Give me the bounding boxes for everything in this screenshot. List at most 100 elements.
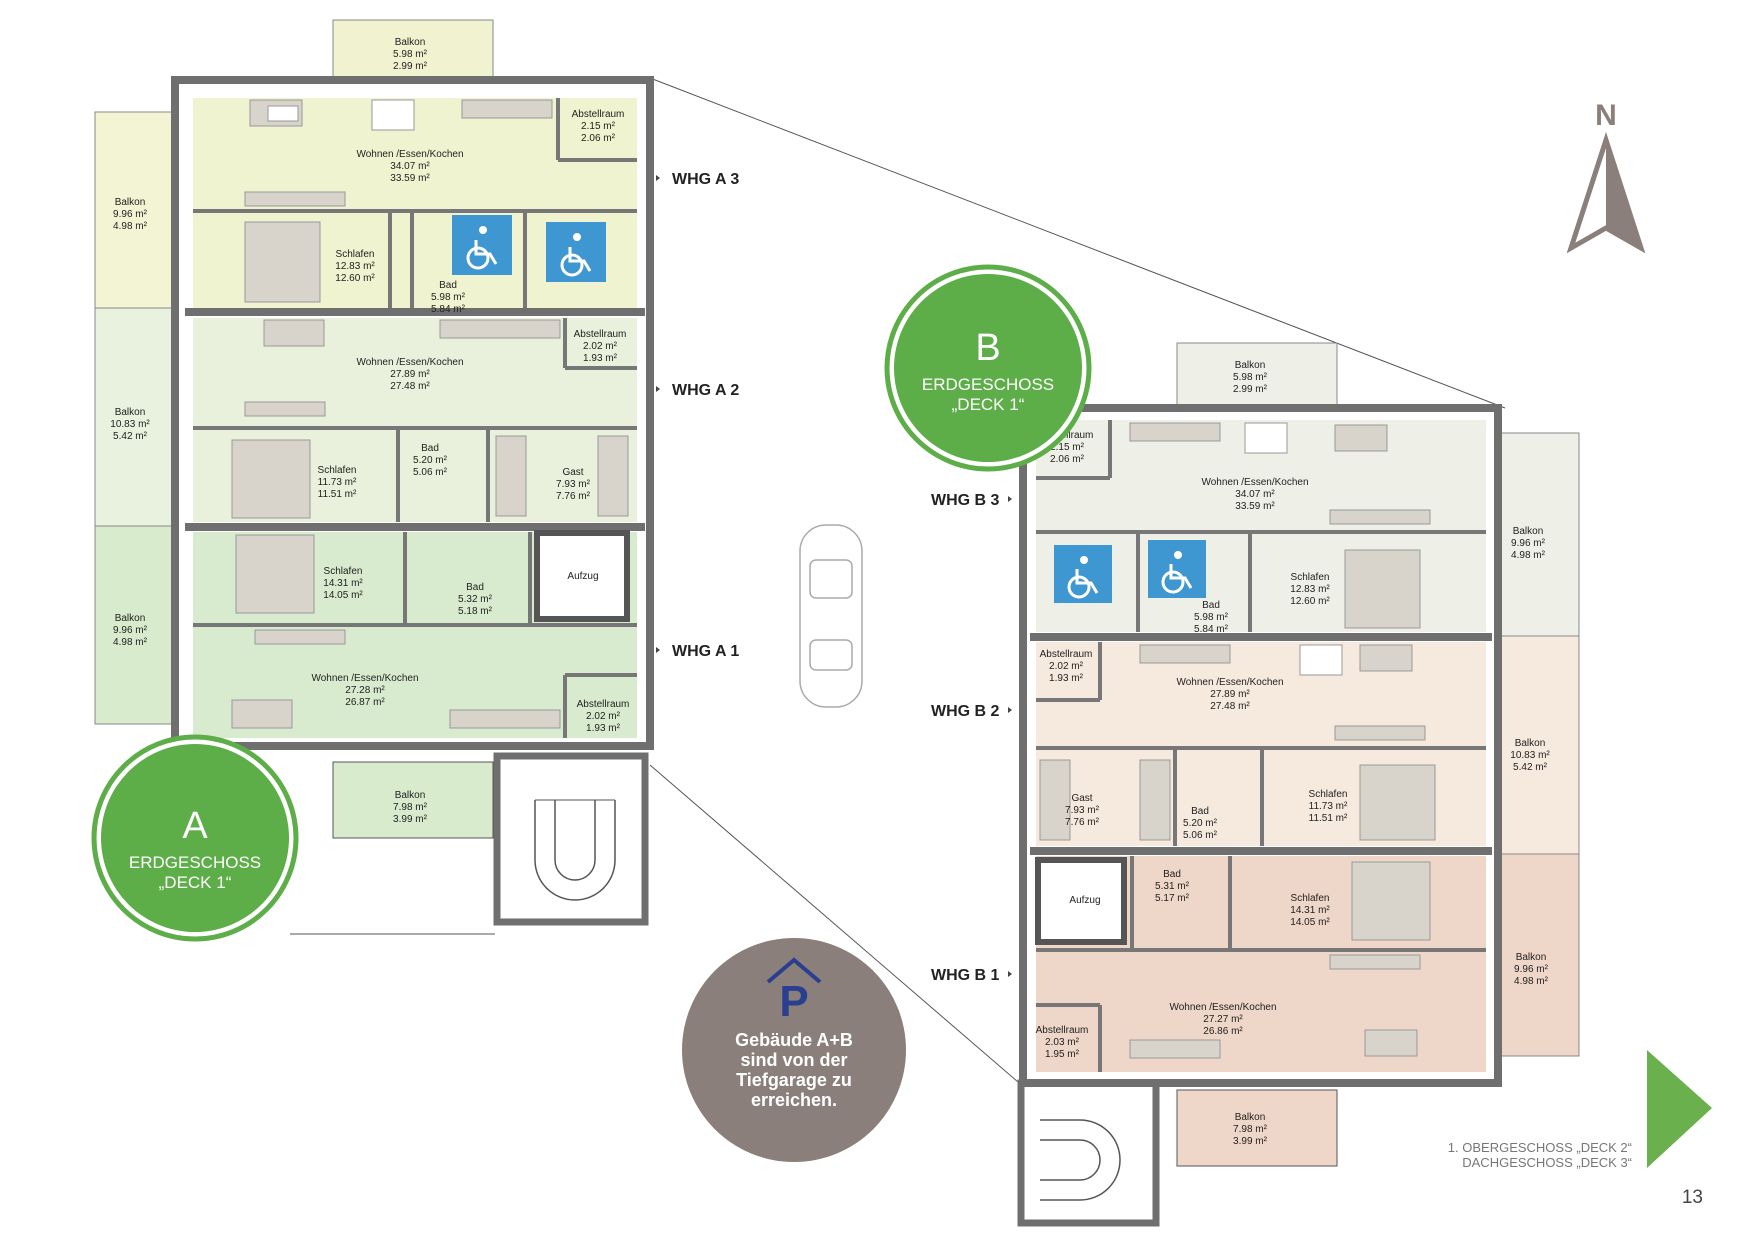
badge-a-line1: ERDGESCHOSS bbox=[129, 853, 261, 872]
unit-label-b1: WHG B 1 bbox=[931, 967, 1000, 984]
unit-label-b3: WHG B 3 bbox=[931, 492, 1000, 509]
room-label-a2-abst-name: Abstellraum bbox=[574, 329, 627, 340]
room-label-a3-schlafen-name: Schlafen bbox=[336, 249, 375, 260]
room-label-b3-wohnen-a1: 34.07 m² bbox=[1235, 489, 1275, 500]
room-label-b3-abst-a1: 2.15 m² bbox=[1050, 442, 1085, 453]
room-label-a-balkon-top-a1: 5.98 m² bbox=[393, 49, 428, 60]
room-label-a3-schlafen-a1: 12.83 m² bbox=[335, 261, 375, 272]
elevator-a bbox=[534, 530, 630, 622]
room-label-b3-abst-name: Abstellraum bbox=[1041, 430, 1094, 441]
room-label-a2-wohnen-a2: 27.48 m² bbox=[390, 381, 430, 392]
room-label-a1-schlafen-a2: 14.05 m² bbox=[323, 590, 363, 601]
staircase-a bbox=[493, 752, 649, 926]
room-label-a3-bad-a1: 5.98 m² bbox=[431, 292, 466, 303]
balcony-b3 bbox=[1496, 432, 1580, 637]
nav-link-deck2[interactable]: 1. OBERGESCHOSS „DECK 2“ bbox=[1448, 1140, 1632, 1155]
room-label-b3-bad-name: Bad bbox=[1202, 600, 1220, 611]
balcony-a-top bbox=[332, 19, 494, 79]
room-label-a3-balkon-a2: 4.98 m² bbox=[113, 221, 148, 232]
room-label-b3-wohnen-a2: 33.59 m² bbox=[1235, 501, 1275, 512]
building-b bbox=[1017, 342, 1580, 1227]
room-label-b2-wohnen-a2: 27.48 m² bbox=[1210, 701, 1250, 712]
unit-label-a1: WHG A 1 bbox=[672, 643, 739, 660]
badge-b-line1: ERDGESCHOSS bbox=[922, 375, 1054, 394]
north-arrow-icon: N bbox=[1566, 99, 1646, 254]
room-label-b3-wohnen-name: Wohnen /Essen/Kochen bbox=[1201, 477, 1308, 488]
room-label-a2-bad-a2: 5.06 m² bbox=[413, 467, 448, 478]
room-label-b2-balkon-a2: 5.42 m² bbox=[1513, 762, 1548, 773]
room-label-b3-bad-a1: 5.98 m² bbox=[1194, 612, 1229, 623]
elevator-b bbox=[1035, 857, 1127, 945]
parking-text-2: sind von der bbox=[740, 1050, 847, 1070]
room-label-b3-balkon-a1: 9.96 m² bbox=[1511, 538, 1546, 549]
badge-a-line2: „DECK 1“ bbox=[159, 873, 232, 892]
balcony-a-bottom bbox=[332, 761, 494, 839]
parking-text-4: erreichen. bbox=[751, 1090, 837, 1110]
unit-label-a3: WHG A 3 bbox=[672, 171, 739, 188]
room-label-b2-abst-a1: 2.02 m² bbox=[1049, 661, 1084, 672]
room-label-b2-bad-a2: 5.06 m² bbox=[1183, 830, 1218, 841]
room-label-b1-balkon-a1: 9.96 m² bbox=[1514, 964, 1549, 975]
room-label-a-balkon-top-name: Balkon bbox=[395, 37, 426, 48]
room-label-a2-gast-name: Gast bbox=[562, 467, 583, 478]
room-label-b3-schlafen-a2: 12.60 m² bbox=[1290, 596, 1330, 607]
room-label-a2-balkon-a2: 5.42 m² bbox=[113, 431, 148, 442]
parking-text-1: Gebäude A+B bbox=[735, 1030, 853, 1050]
room-label-b2-wohnen-a1: 27.89 m² bbox=[1210, 689, 1250, 700]
accessible-icon bbox=[546, 222, 606, 282]
room-label-a3-balkon-name: Balkon bbox=[115, 197, 146, 208]
room-label-b1-bad-name: Bad bbox=[1163, 869, 1181, 880]
room-label-b2-balkon-name: Balkon bbox=[1515, 738, 1546, 749]
room-label-b-balkon-top-a1: 5.98 m² bbox=[1233, 372, 1268, 383]
room-label-b2-gast-a1: 7.93 m² bbox=[1065, 805, 1100, 816]
room-label-b2-abst-a2: 1.93 m² bbox=[1049, 673, 1084, 684]
room-label-a2-schlafen-a1: 11.73 m² bbox=[318, 477, 357, 488]
room-label-b1-schlafen-name: Schlafen bbox=[1291, 893, 1330, 904]
room-label-a1-bad-a2: 5.18 m² bbox=[458, 606, 493, 617]
room-label-b3-balkon-a2: 4.98 m² bbox=[1511, 550, 1546, 561]
room-label-b3-schlafen-a1: 12.83 m² bbox=[1290, 584, 1330, 595]
accessible-icon bbox=[1054, 545, 1112, 603]
room-label-a3-bad-name: Bad bbox=[439, 280, 457, 291]
room-label-a2-balkon-name: Balkon bbox=[115, 407, 146, 418]
north-label: N bbox=[1595, 99, 1617, 132]
next-page-arrow[interactable] bbox=[1647, 1050, 1712, 1168]
accessible-icon bbox=[452, 215, 512, 275]
room-label-b3-bad-a2: 5.84 m² bbox=[1194, 624, 1229, 635]
room-label-b2-bad-name: Bad bbox=[1191, 806, 1209, 817]
room-label-b-aufzug-name: Aufzug bbox=[1069, 895, 1100, 906]
room-label-a2-schlafen-a2: 11.51 m² bbox=[318, 489, 357, 500]
unit-label-b2: WHG B 2 bbox=[931, 703, 1000, 720]
room-label-a2-wohnen-a1: 27.89 m² bbox=[390, 369, 430, 380]
parking-badge: P Gebäude A+B sind von der Tiefgarage zu… bbox=[682, 938, 906, 1162]
room-label-b1-abst-a2: 1.95 m² bbox=[1045, 1049, 1080, 1060]
badge-a-letter: A bbox=[182, 805, 208, 847]
room-label-b1-balkon-a2: 4.98 m² bbox=[1514, 976, 1549, 987]
room-label-a1-balkon-a1: 9.96 m² bbox=[113, 625, 148, 636]
room-label-a1-abst-name: Abstellraum bbox=[577, 699, 630, 710]
nav-link-deck3[interactable]: DACHGESCHOSS „DECK 3“ bbox=[1462, 1155, 1632, 1170]
room-label-b-balkon-bottom-a2: 3.99 m² bbox=[1233, 1136, 1268, 1147]
badge-b: B ERDGESCHOSS „DECK 1“ bbox=[884, 264, 1092, 472]
room-label-a1-schlafen-a1: 14.31 m² bbox=[323, 578, 363, 589]
room-label-a1-schlafen-name: Schlafen bbox=[324, 566, 363, 577]
balcony-b-top bbox=[1176, 342, 1338, 410]
unit-labels-a: WHG A 3 WHG A 2 WHG A 1 bbox=[656, 171, 739, 660]
balcony-a3 bbox=[94, 111, 178, 309]
room-label-a1-wohnen-a1: 27.28 m² bbox=[345, 685, 385, 696]
room-label-b1-abst-name: Abstellraum bbox=[1036, 1025, 1089, 1036]
room-label-b-balkon-bottom-a1: 7.98 m² bbox=[1233, 1124, 1268, 1135]
room-label-a3-abst-a2: 2.06 m² bbox=[581, 133, 616, 144]
room-label-b3-abst-a2: 2.06 m² bbox=[1050, 454, 1085, 465]
room-label-a2-abst-a2: 1.93 m² bbox=[583, 353, 618, 364]
room-label-a-balkon-bottom-a2: 3.99 m² bbox=[393, 814, 428, 825]
room-label-b1-bad-a2: 5.17 m² bbox=[1155, 893, 1190, 904]
room-label-a1-balkon-name: Balkon bbox=[115, 613, 146, 624]
room-label-a3-wohnen-name: Wohnen /Essen/Kochen bbox=[356, 149, 463, 160]
room-label-b2-gast-a2: 7.76 m² bbox=[1065, 817, 1100, 828]
balcony-a1 bbox=[94, 525, 178, 725]
balcony-b-bottom bbox=[1176, 1089, 1338, 1167]
room-label-b1-abst-a1: 2.03 m² bbox=[1045, 1037, 1080, 1048]
room-label-a2-gast-a1: 7.93 m² bbox=[556, 479, 591, 490]
